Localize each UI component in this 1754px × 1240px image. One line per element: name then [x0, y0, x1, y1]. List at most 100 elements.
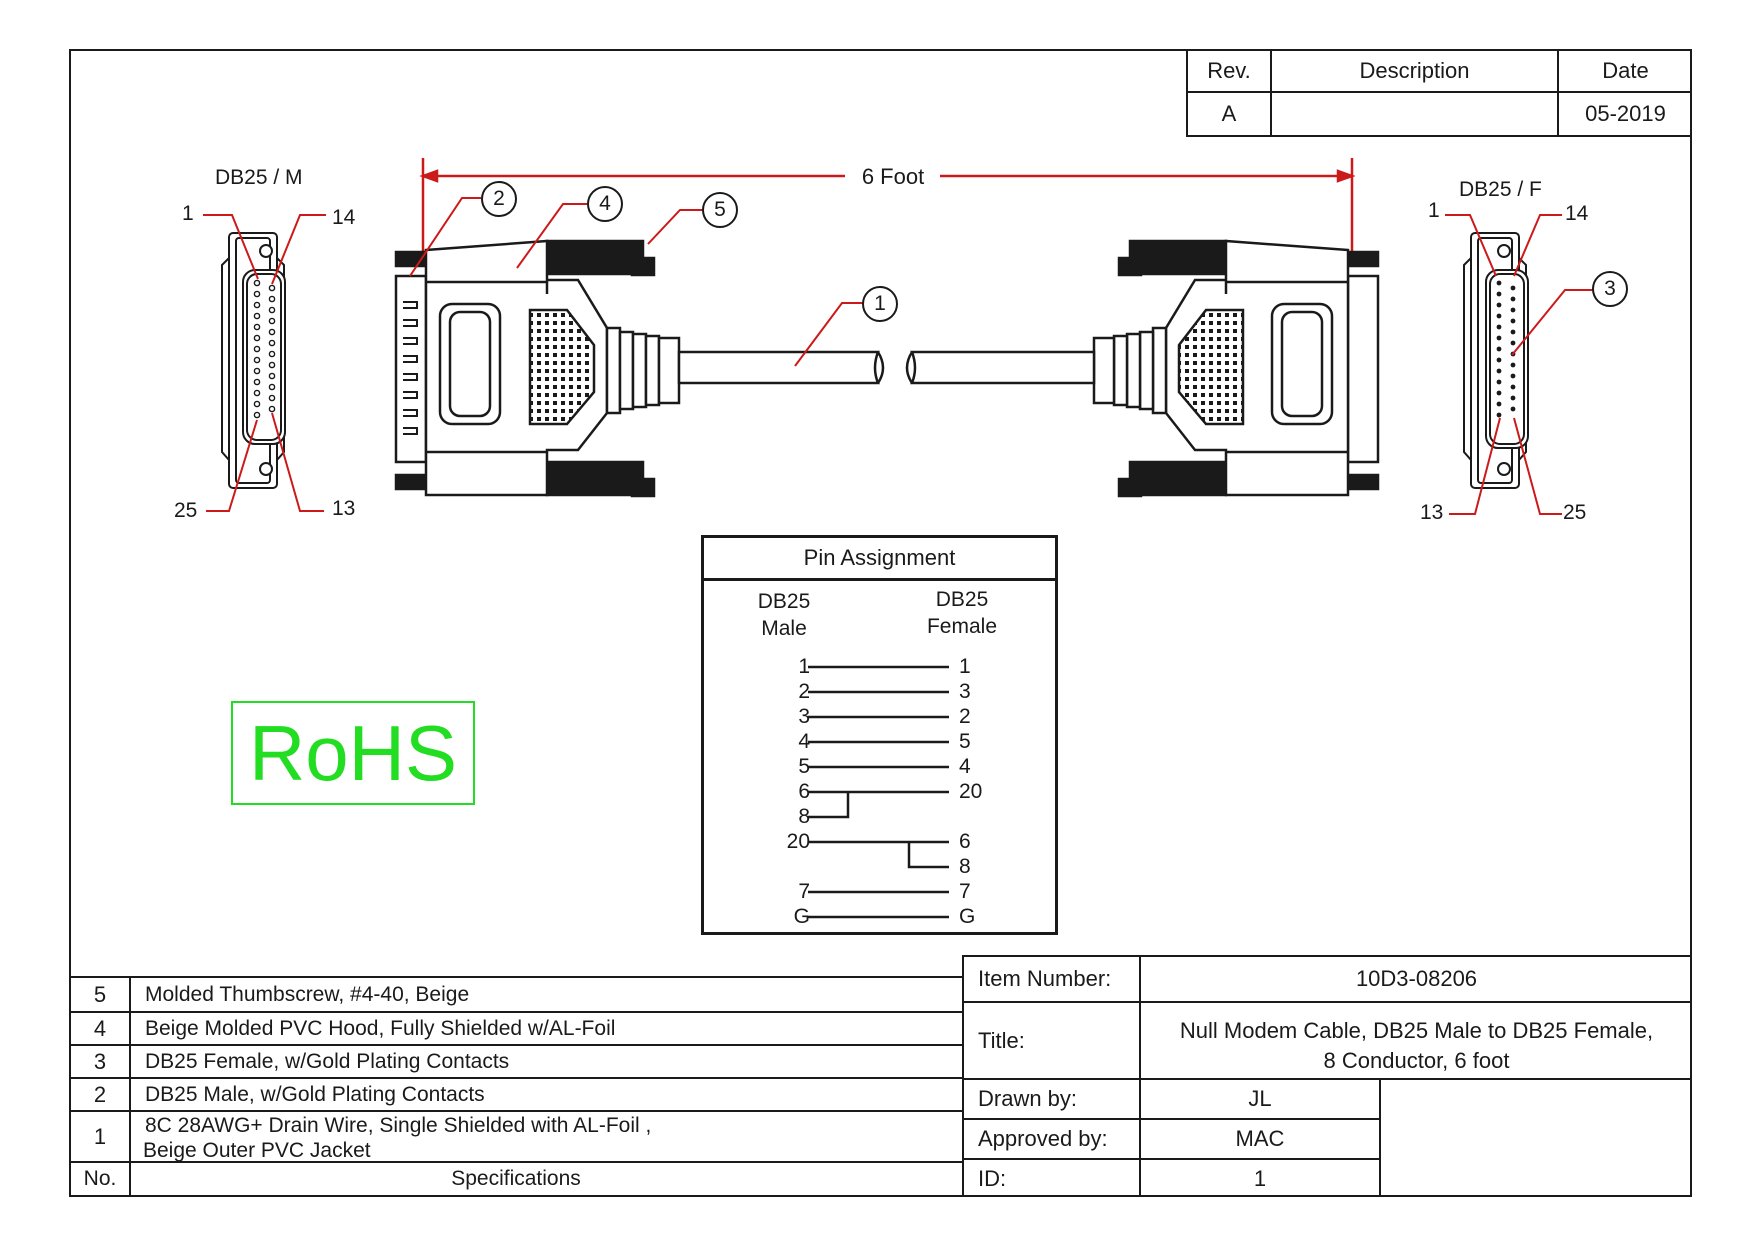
- left-connector-side-view: [394, 239, 885, 498]
- pin-male: 20: [786, 830, 810, 853]
- pin-row: 6 20: [704, 780, 1055, 804]
- id-label: ID:: [978, 1165, 1007, 1191]
- pin-row: 8: [704, 855, 1055, 879]
- callout-4-bubble: [587, 186, 623, 222]
- approved-by-value: MAC: [1235, 1126, 1285, 1151]
- callout-3-number: 3: [1604, 277, 1616, 300]
- callout-2-bubble: [481, 181, 517, 217]
- date-header: Date: [1602, 58, 1649, 83]
- female-pin-25-label: 25: [1563, 501, 1587, 524]
- bom-spec-line2: Beige Outer PVC Jacket: [143, 1139, 371, 1162]
- pin-female: 6: [959, 830, 971, 853]
- pin-female: 20: [959, 780, 983, 803]
- callout-4-number: 4: [599, 192, 611, 215]
- item-number-value: 10D3-08206: [1355, 966, 1478, 991]
- male-pin-leaders: [203, 214, 326, 512]
- bom-row-no: 2: [93, 1081, 107, 1107]
- callout-leaders: [409, 197, 863, 367]
- bom-row-spec: DB25 Female, w/Gold Plating Contacts: [145, 1049, 510, 1073]
- bom-header-spec: Specifications: [451, 1167, 581, 1190]
- item-number-label: Item Number:: [978, 966, 1112, 991]
- callout-5-number: 5: [714, 198, 726, 221]
- drawn-by-label: Drawn by:: [978, 1086, 1078, 1111]
- pin-male: 2: [798, 680, 810, 703]
- pin-male: 8: [798, 805, 810, 828]
- male-header-line1: DB25: [757, 590, 811, 613]
- callout-1-bubble: [862, 286, 898, 322]
- pin-female: 8: [959, 855, 971, 878]
- male-pin-25-label: 25: [174, 499, 198, 522]
- right-connector-side-view: [905, 239, 1380, 498]
- callout-3-bubble: [1592, 271, 1628, 307]
- id-value: 1: [1253, 1165, 1267, 1191]
- bom-spec-line1: 8C 28AWG+ Drain Wire, Single Shielded wi…: [145, 1114, 652, 1137]
- female-column-header: DB25 Female: [922, 586, 1002, 640]
- pin-female: 3: [959, 680, 971, 703]
- pin-row: 20 6: [704, 830, 1055, 854]
- bom-row-spec: Molded Thumbscrew, #4-40, Beige: [145, 982, 470, 1006]
- title-line2: 8 Conductor, 6 foot: [1323, 1048, 1510, 1073]
- pin-female: 4: [959, 755, 971, 778]
- bom-row-spec: DB25 Male, w/Gold Plating Contacts: [145, 1082, 485, 1106]
- pin-male: 7: [798, 880, 810, 903]
- pin-male: 3: [798, 705, 810, 728]
- pin-female: 1: [959, 655, 971, 678]
- rev-value: A: [1221, 101, 1237, 126]
- title-line1: Null Modem Cable, DB25 Male to DB25 Fema…: [1179, 1018, 1654, 1043]
- pin-male: G: [793, 905, 810, 928]
- female-pin-leaders: [1445, 214, 1593, 515]
- pin-wiring-lines: [808, 665, 949, 919]
- rohs-text: RoHS: [248, 708, 458, 797]
- bom-row-no: 3: [93, 1048, 107, 1074]
- drawn-by-value: JL: [1248, 1086, 1272, 1111]
- db25-male-face-view: [221, 232, 286, 489]
- female-pin-1-label: 1: [1428, 199, 1440, 222]
- bom-row-spec: Beige Molded PVC Hood, Fully Shielded w/…: [145, 1016, 616, 1040]
- length-dimension-line: [419, 158, 1356, 258]
- male-pin-13-label: 13: [332, 497, 356, 520]
- title-label: Title:: [978, 1027, 1025, 1053]
- right-connector-label: DB25 / F: [1459, 178, 1542, 201]
- pin-male: 6: [798, 780, 810, 803]
- title-value: Null Modem Cable, DB25 Male to DB25 Fema…: [1141, 1016, 1692, 1076]
- male-column-header: DB25 Male: [749, 588, 819, 642]
- description-header: Description: [1359, 58, 1470, 83]
- pin-female: 2: [959, 705, 971, 728]
- pin-female: G: [959, 905, 976, 928]
- callout-5-bubble: [702, 192, 738, 228]
- rohs-mark: RoHS: [231, 701, 475, 805]
- pin-male: 5: [798, 755, 810, 778]
- female-header-line2: Female: [926, 615, 998, 638]
- bom-row-no: 4: [93, 1015, 107, 1041]
- bom-row-spec: 8C 28AWG+ Drain Wire, Single Shielded wi…: [143, 1113, 943, 1163]
- bom-header-no: No.: [83, 1167, 117, 1190]
- male-pin-14-label: 14: [332, 206, 356, 229]
- male-header-line2: Male: [761, 617, 807, 640]
- length-label: 6 Foot: [847, 164, 939, 190]
- drawing-sheet: [69, 49, 1692, 1197]
- pin-female: 7: [959, 880, 971, 903]
- pin-row: 8: [704, 805, 1055, 829]
- approved-by-label: Approved by:: [978, 1126, 1108, 1151]
- bom-row-no: 5: [93, 981, 107, 1007]
- male-pin-1-label: 1: [182, 202, 194, 225]
- female-pin-13-label: 13: [1420, 501, 1444, 524]
- female-pin-14-label: 14: [1565, 202, 1589, 225]
- callout-1-number: 1: [874, 292, 886, 315]
- left-connector-label: DB25 / M: [215, 166, 303, 189]
- pin-male: 4: [798, 730, 810, 753]
- pin-male: 1: [798, 655, 810, 678]
- db25-female-face-view: [1463, 232, 1529, 489]
- pin-female: 5: [959, 730, 971, 753]
- date-value: 05-2019: [1585, 101, 1666, 126]
- female-header-line1: DB25: [935, 588, 989, 611]
- pin-assignment-title: Pin Assignment: [803, 545, 956, 570]
